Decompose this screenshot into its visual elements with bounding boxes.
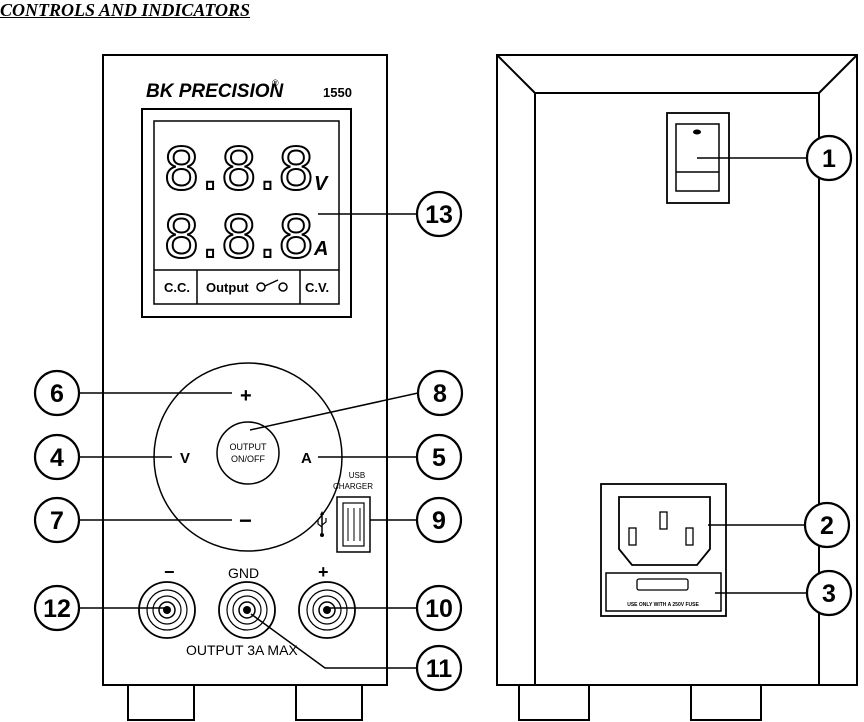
output-button-outline[interactable]: [216, 421, 280, 485]
callout-13: 13: [415, 190, 463, 238]
model-number: 1550: [323, 85, 352, 100]
front-foot-right: [295, 684, 363, 721]
callout-8: 8: [416, 369, 464, 417]
dial-current-label: A: [301, 450, 312, 467]
svg-text:2: 2: [820, 512, 834, 540]
switch-symbol-icon: [256, 279, 288, 292]
svg-text:3: 3: [822, 580, 836, 608]
usb-icon: [317, 511, 327, 537]
usb-charger: USB CHARGER: [317, 471, 373, 553]
output-indicator: Output: [206, 280, 249, 295]
usb-label-1: USB: [349, 471, 365, 480]
current-readout: 8.8.8: [163, 203, 316, 271]
fuse-holder[interactable]: USE ONLY WITH A 250V FUSE: [605, 572, 722, 612]
inlet-socket[interactable]: [618, 496, 711, 566]
cc-indicator: C.C.: [164, 280, 190, 295]
svg-text:5: 5: [432, 444, 446, 472]
svg-text:13: 13: [425, 201, 453, 229]
voltage-unit: V: [314, 173, 329, 195]
dial-minus-label: −: [239, 508, 252, 533]
output-onoff-button[interactable]: OUTPUT ON/OFF: [216, 421, 280, 485]
dial-voltage-label: V: [180, 450, 190, 467]
output-terminals: − GND +: [138, 562, 356, 658]
callout-3: 3: [805, 569, 853, 617]
callout-5: 5: [415, 433, 463, 481]
negative-terminal-label: −: [164, 562, 175, 582]
positive-terminal[interactable]: [298, 581, 356, 639]
rear-bevel-left: [496, 54, 536, 94]
callout-10: 10: [415, 584, 463, 632]
inlet-pin-neutral: [685, 527, 694, 546]
output-button-label-2: ON/OFF: [231, 454, 265, 464]
control-dial[interactable]: + − V A OUTPUT ON/OFF: [153, 362, 343, 552]
svg-text:12: 12: [43, 595, 71, 623]
leader-8: [249, 392, 419, 431]
page-heading: CONTROLS AND INDICATORS: [0, 0, 251, 20]
rear-foot-left: [518, 684, 590, 721]
rear-foot-right: [690, 684, 762, 721]
callout-4: 4: [33, 433, 81, 481]
callout-11: 11: [415, 644, 463, 692]
fuse-warning-label: USE ONLY WITH A 250V FUSE: [627, 602, 699, 608]
lcd-display: 8.8.8 8.8.8 V A C.C. Output C.V.: [141, 108, 352, 318]
dial-plus-label: +: [240, 385, 252, 407]
negative-terminal[interactable]: [138, 581, 196, 639]
current-unit: A: [313, 238, 328, 260]
rear-bevel-right: [818, 54, 858, 94]
callouts: 1 2 3 4 5 6 7 8: [33, 134, 853, 692]
callout-1: 1: [805, 134, 853, 182]
svg-text:9: 9: [432, 507, 446, 535]
gnd-terminal[interactable]: [218, 581, 276, 639]
voltage-readout: 8.8.8: [163, 135, 316, 203]
power-switch-dot: [693, 129, 701, 135]
inlet-pin-line: [628, 527, 637, 546]
svg-text:6: 6: [50, 380, 64, 408]
output-rating-label: OUTPUT 3A MAX: [186, 642, 298, 658]
fuse-slot: [636, 578, 689, 591]
front-panel: BK PRECISION ® 1550 8.8.8 8.8.8 V A C.C.…: [102, 54, 388, 721]
brand-registered-mark: ®: [272, 78, 279, 88]
usb-label-2: CHARGER: [333, 482, 373, 491]
inlet-pin-ground: [659, 511, 668, 530]
brand-logo: BK PRECISION: [146, 81, 285, 102]
gnd-terminal-label: GND: [228, 565, 259, 581]
callout-6: 6: [33, 369, 81, 417]
callout-2: 2: [803, 501, 851, 549]
front-foot-left: [127, 684, 195, 721]
svg-text:11: 11: [426, 655, 453, 683]
output-button-label-1: OUTPUT: [230, 442, 268, 452]
svg-text:8: 8: [433, 380, 447, 408]
display-window: [153, 120, 340, 305]
svg-text:4: 4: [50, 444, 64, 472]
svg-text:1: 1: [822, 145, 836, 173]
callout-12: 12: [33, 584, 81, 632]
callout-9: 9: [415, 496, 463, 544]
svg-text:10: 10: [425, 595, 453, 623]
leader-11: [250, 613, 417, 669]
positive-terminal-label: +: [318, 562, 329, 582]
callout-7: 7: [33, 496, 81, 544]
rear-panel: USE ONLY WITH A 250V FUSE: [496, 54, 858, 721]
svg-text:7: 7: [50, 507, 64, 535]
cv-indicator: C.V.: [305, 280, 329, 295]
